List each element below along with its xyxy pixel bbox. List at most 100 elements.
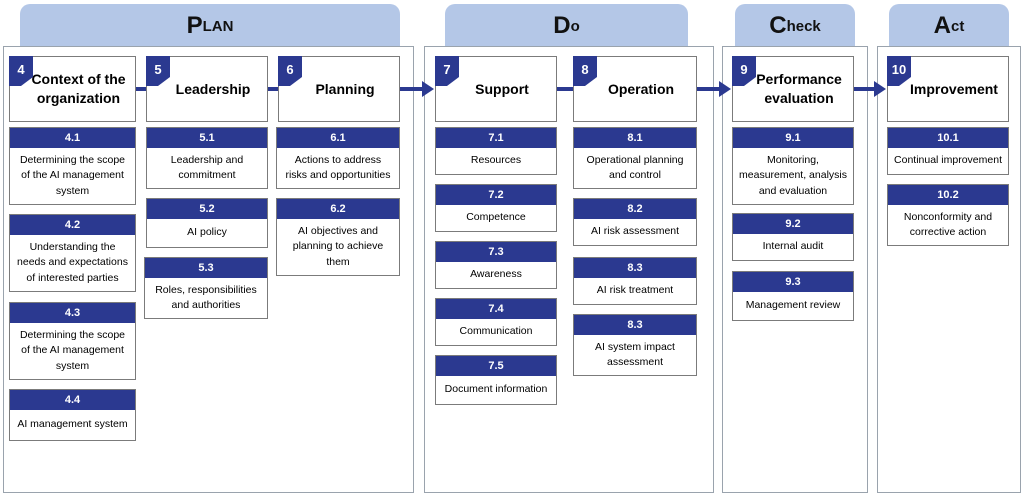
item-number: 7.1 [436,128,556,148]
clause-title: Leadership [175,80,251,97]
item-card-8-4: 8.3 AI system impact assessment [573,314,697,376]
item-text: Roles, responsibilities and authorities [155,283,257,311]
item-number: 10.1 [888,128,1008,148]
item-number: 4.1 [10,128,135,148]
item-number: 7.4 [436,299,556,319]
item-text: AI system impact assessment [595,340,675,368]
item-number: 4.3 [10,303,135,323]
item-number: 10.2 [888,185,1008,205]
item-card-8-2: 8.2 AI risk assessment [573,198,697,246]
item-text: Awareness [470,268,522,281]
item-number: 9.2 [733,214,853,234]
clause-6-box: 6 Planning [278,56,400,122]
item-text: Leadership and commitment [170,153,244,181]
clause-number-badge: 6 [278,56,302,86]
clause-title: Planning [315,80,375,97]
arrow-right-icon [422,81,434,97]
phase-do-initial: D [553,12,571,39]
item-card-10-1: 10.1 Continual improvement [887,127,1009,175]
connector-7-8 [557,87,573,91]
item-card-5-3: 5.3 Roles, responsibilities and authorit… [144,257,268,319]
item-number: 5.1 [147,128,267,148]
item-card-4-3: 4.3 Determining the scope of the AI mana… [9,302,136,380]
item-card-5-2: 5.2 AI policy [146,198,268,248]
item-number: 9.3 [733,272,853,292]
clause-8-box: 8 Operation [573,56,697,122]
item-number: 4.2 [10,215,135,235]
item-number: 7.3 [436,242,556,262]
item-text: Understanding the needs and expectations… [17,241,128,284]
clause-number-badge: 5 [146,56,170,86]
phase-check-rest: heck [786,17,821,35]
phase-check-initial: C [769,12,787,39]
item-text: Management review [745,299,841,312]
clause-10-box: 10 Improvement [887,56,1009,122]
item-text: AI risk treatment [596,284,674,297]
item-card-10-2: 10.2 Nonconformity and corrective action [887,184,1009,246]
item-text: Operational planning and control [586,153,684,181]
item-number: 8.1 [574,128,696,148]
connector-9-10 [854,87,874,91]
item-number: 4.4 [10,390,135,410]
item-number: 7.2 [436,185,556,205]
item-number: 5.3 [145,258,267,278]
phase-act-initial: A [933,12,951,39]
item-number: 8.3 [574,258,696,278]
item-number: 5.2 [147,199,267,219]
clause-title: Support [475,80,529,97]
item-text: Determining the scope of the AI manageme… [19,329,126,372]
item-text: AI management system [17,418,128,431]
clause-number-badge: 10 [887,56,911,86]
item-card-8-3: 8.3 AI risk treatment [573,257,697,305]
item-text: AI policy [187,226,227,239]
clause-title: Operation [607,80,675,97]
item-number: 6.1 [277,128,399,148]
item-number: 7.5 [436,356,556,376]
item-number: 6.2 [277,199,399,219]
item-card-9-3: 9.3 Management review [732,271,854,321]
clause-number-badge: 8 [573,56,597,86]
item-number: 8.2 [574,199,696,219]
item-text: Competence [466,211,526,224]
item-card-7-2: 7.2 Competence [435,184,557,232]
clause-title: Performance evaluation [756,71,842,106]
item-text: Resources [470,154,522,167]
item-text: Internal audit [762,240,824,253]
item-text: AI risk assessment [590,225,680,238]
item-text: Communication [459,325,533,338]
phase-act-rest: ct [951,17,965,35]
clause-title: Context of the organization [31,71,126,106]
clause-4-box: 4 Context of the organization [9,56,136,122]
item-card-7-1: 7.1 Resources [435,127,557,175]
connector-5-6 [268,87,278,91]
item-card-9-1: 9.1 Monitoring, measurement, analysis an… [732,127,854,205]
item-card-6-1: 6.1 Actions to address risks and opportu… [276,127,400,189]
item-card-7-4: 7.4 Communication [435,298,557,346]
clause-number-badge: 7 [435,56,459,86]
item-text: Continual improvement [894,154,1002,167]
item-number: 8.3 [574,315,696,335]
connector-8-9 [697,87,719,91]
item-text: Determining the scope of the AI manageme… [19,154,126,197]
item-card-6-2: 6.2 AI objectives and planning to achiev… [276,198,400,276]
item-card-4-2: 4.2 Understanding the needs and expectat… [9,214,136,292]
item-card-4-4: 4.4 AI management system [9,389,136,441]
item-text: Nonconformity and corrective action [903,210,993,238]
clause-5-box: 5 Leadership [146,56,268,122]
item-text: Actions to address risks and opportuniti… [285,153,391,181]
phase-do-rest: o [570,17,580,35]
item-card-4-1: 4.1 Determining the scope of the AI mana… [9,127,136,205]
item-card-7-3: 7.3 Awareness [435,241,557,289]
arrow-right-icon [719,81,731,97]
clause-7-box: 7 Support [435,56,557,122]
item-number: 9.1 [733,128,853,148]
item-text: Monitoring, measurement, analysis and ev… [739,154,847,197]
clause-title: Improvement [910,80,998,97]
item-card-7-5: 7.5 Document information [435,355,557,405]
phase-plan-rest: LAN [202,17,234,35]
item-card-8-1: 8.1 Operational planning and control [573,127,697,189]
